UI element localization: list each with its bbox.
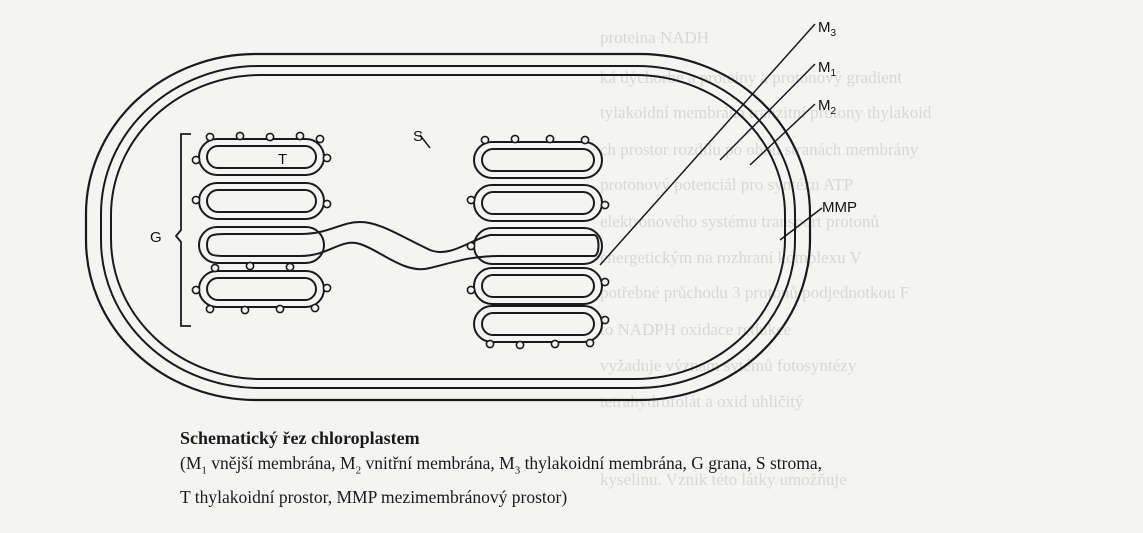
label-m2: M2 <box>818 97 837 117</box>
membrane-particle <box>240 305 250 315</box>
membrane-particle <box>205 304 215 314</box>
membrane-particle <box>315 134 325 144</box>
membrane-particle <box>210 263 220 273</box>
left-thylakoid-4 <box>198 270 325 308</box>
membrane-particles <box>191 131 610 350</box>
leader-lines <box>419 23 823 266</box>
background-text-line: tylakoidní membrána tranzitní protony th… <box>600 103 932 122</box>
membrane-particle <box>245 261 255 271</box>
membrane-particle <box>480 135 490 145</box>
membrane-particle <box>585 338 595 348</box>
membrane-particle <box>322 199 332 209</box>
membrane-particle <box>275 304 285 314</box>
background-text-line: kyselinu. Vznik této látky umožňuje <box>600 470 847 489</box>
caption-line-2: T thylakoidní prostor, MMP mezimembránov… <box>180 486 568 507</box>
left-thylakoid-1 <box>198 138 325 176</box>
outer-membrane-m1 <box>84 52 812 402</box>
label-t: T <box>278 151 287 168</box>
membrane-particle <box>191 285 201 295</box>
chloroplast-diagram: M3 M1 M2 MMP S T G <box>84 19 857 402</box>
stroma-lamella <box>205 220 600 271</box>
membrane-particle <box>580 135 590 145</box>
figure-caption: Schematický řez chloroplastem (M1 vnější… <box>180 426 1080 510</box>
granum-left <box>198 138 325 308</box>
granum-right <box>473 141 603 343</box>
membrane-particle <box>466 241 476 251</box>
label-s: S <box>413 128 423 145</box>
grana-bracket <box>174 133 191 327</box>
inner-membrane-m2 <box>100 65 796 389</box>
membrane-particle <box>235 131 245 141</box>
inner-membrane-m2-inner <box>110 74 786 380</box>
membrane-particle <box>191 155 201 165</box>
membrane-particle <box>466 285 476 295</box>
membrane-particle <box>600 277 610 287</box>
membrane-particle <box>205 132 215 142</box>
background-text-line: to NADPH oxidace redukce <box>600 320 792 339</box>
background-text-line: energetickým na rozhraní komplexu V <box>600 248 862 267</box>
background-text-line: vyžaduje význam sytémů fotosyntézy <box>600 356 857 375</box>
background-text-line: ká dýchorbe a proteiny a protonový gradi… <box>600 68 903 87</box>
background-text-line: ch prostor rozdílu po obou stranách memb… <box>600 140 919 159</box>
left-thylakoid-3 <box>198 226 325 264</box>
membrane-particle <box>515 340 525 350</box>
background-text-line: tetrahydrofolát a oxid uhličitý <box>600 392 804 411</box>
membrane-particle <box>550 339 560 349</box>
label-m1: M1 <box>818 59 837 79</box>
membrane-particle <box>191 195 201 205</box>
label-m3: M3 <box>818 19 837 39</box>
membrane-particle <box>310 303 320 313</box>
membrane-particle <box>510 134 520 144</box>
membrane-particle <box>322 153 332 163</box>
membrane-particle <box>285 262 295 272</box>
membrane-particle <box>485 339 495 349</box>
background-text-line: proteina NADH <box>600 28 710 47</box>
left-thylakoid-2 <box>198 182 325 220</box>
membrane-particle <box>295 131 305 141</box>
background-text-line: potřebné průchodu 3 protonů podjednotkou… <box>600 283 910 302</box>
membrane-particle <box>466 195 476 205</box>
label-g: G <box>150 229 162 246</box>
label-mmp: MMP <box>822 199 857 216</box>
membrane-particle <box>600 315 610 325</box>
membrane-particle <box>265 132 275 142</box>
membrane-particle <box>600 200 610 210</box>
membrane-particle <box>322 283 332 293</box>
membrane-particle <box>545 134 555 144</box>
caption-title: Schematický řez chloroplastem <box>180 428 420 448</box>
caption-line-1: (M1 vnější membrána, M2 vnitřní membrána… <box>180 453 822 477</box>
